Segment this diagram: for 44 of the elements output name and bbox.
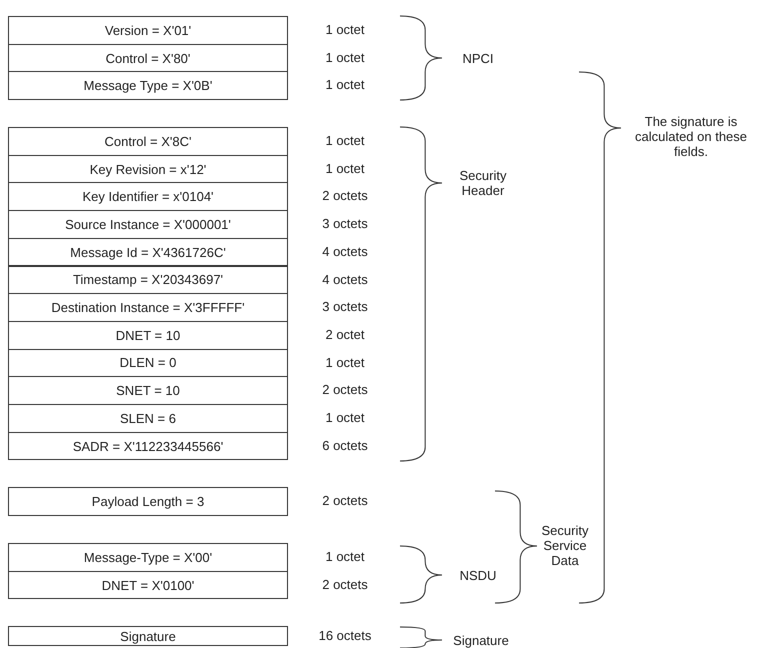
field-box: Signature	[8, 626, 288, 646]
field-box: Source Instance = X'000001'	[8, 210, 288, 239]
group-label: Security Service Data	[540, 523, 590, 568]
field-box: SLEN = 6	[8, 404, 288, 433]
size-text: 2 octet	[324, 326, 366, 342]
field-box: DNET = X'0100'	[8, 570, 288, 600]
size-text: 2 octets	[321, 188, 369, 204]
size-text: 2 octets	[321, 576, 369, 592]
field-box: Version = X'01'	[8, 16, 288, 45]
field-box: Payload Length = 3	[8, 487, 288, 516]
size-text: 1 octet	[324, 549, 366, 564]
size-text: 1 octet	[324, 354, 366, 370]
group-label: NSDU	[458, 568, 498, 583]
field-box: SADR = X'112233445566'	[8, 432, 288, 460]
size-text: 6 octets	[321, 438, 369, 453]
field-box: Timestamp = X'20343697'	[8, 266, 288, 294]
field-box: DNET = 10	[8, 320, 288, 350]
field-box: SNET = 10	[8, 376, 288, 405]
field-box: Key Identifier = x'0104'	[8, 182, 288, 212]
group-label: The signature is calculated on these fields.	[634, 114, 748, 159]
field-box: Key Revision = x'12'	[8, 154, 288, 184]
group-label: Security Header	[458, 168, 508, 198]
group-label: Signature	[452, 633, 510, 648]
size-text: 2 octets	[321, 493, 369, 508]
field-box: Control = X'8C'	[8, 127, 288, 156]
size-text: 1 octet	[324, 133, 366, 148]
field-box: Destination Instance = X'3FFFFF'	[8, 293, 288, 322]
field-box: DLEN = 0	[8, 348, 288, 378]
size-text: 2 octets	[321, 382, 369, 398]
size-text: 4 octets	[321, 272, 369, 286]
size-text: 1 octet	[324, 50, 366, 65]
size-text: 4 octets	[321, 244, 369, 259]
size-text: 3 octets	[321, 216, 369, 232]
size-text: 1 octet	[324, 160, 366, 176]
size-text: 3 octets	[321, 299, 369, 314]
size-text: 1 octet	[324, 22, 366, 37]
field-box: Message-Type = X'00'	[8, 543, 288, 572]
size-text: 1 octet	[324, 410, 366, 425]
field-box: Control = X'80'	[8, 44, 288, 72]
field-box: Message Id = X'4361726C'	[8, 238, 288, 266]
group-label: NPCI	[461, 51, 495, 66]
field-box: Message Type = X'0B'	[8, 71, 288, 100]
size-text: 1 octet	[324, 77, 366, 92]
size-text: 16 octets	[318, 628, 372, 643]
